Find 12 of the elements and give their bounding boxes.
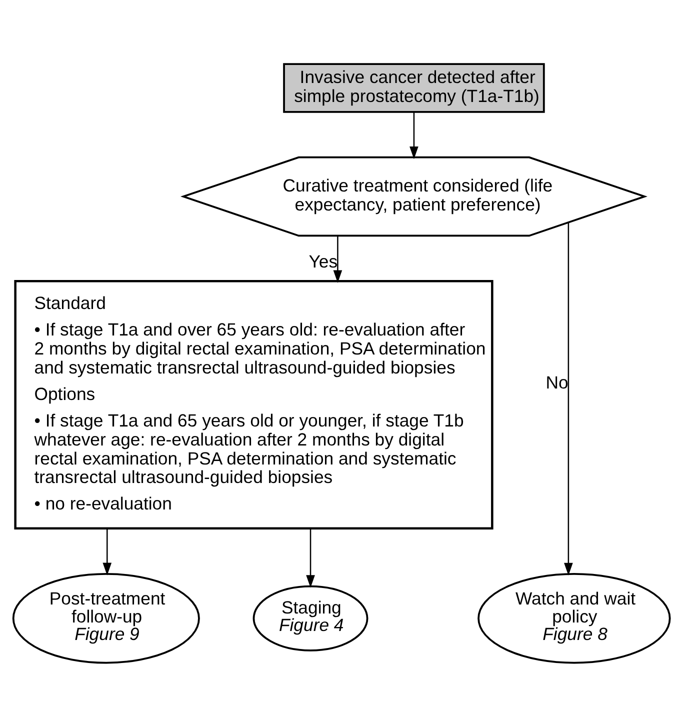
- node-ellipse: Post-treatment follow-up Figure 9: [12, 572, 200, 664]
- node-box: Standard • If stage T1a and over 65 years old: re-evaluation after 2 months by digital rectal examination, PSA determination and systematic transrectal ultrasound-guided biopsies Options • If stage T1a and 65 years old or younger, if stage T1b whatever age: re-evaluation after 2 months by digital rectal examination, PSA determination and systematic transrectal ultrasound-guided biopsies • no re-evaluation: [14, 280, 494, 530]
- arrow: [410, 112, 418, 160]
- arrow: [564, 222, 573, 576]
- arrow: [333, 236, 342, 283]
- edge-label: No: [546, 372, 568, 392]
- node-box: Invasive cancer detected after simple prostatecomy (T1a-T1b): [283, 63, 545, 113]
- edge-label: Yes: [308, 251, 338, 272]
- arrow: [102, 528, 112, 576]
- node-ellipse: Watch and wait policy Figure 8: [478, 572, 671, 664]
- node-ellipse: Staging Figure 4: [252, 585, 368, 652]
- arrow: [306, 528, 315, 588]
